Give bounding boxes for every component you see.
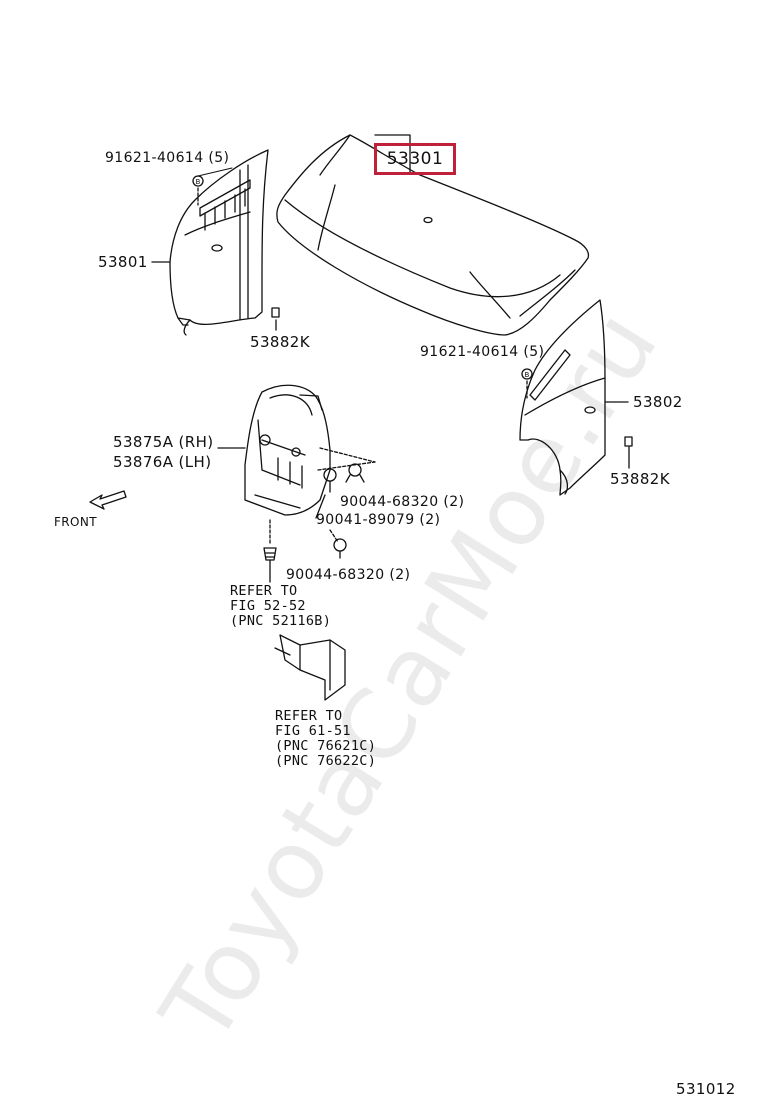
refer-1-line1: REFER TO <box>230 583 298 599</box>
fender-left-bolt-callout[interactable]: 91621-40614 (5) <box>105 150 230 166</box>
fender-right-seal-callout[interactable]: 53882K <box>610 470 670 488</box>
refer-2-line4: (PNC 76622C) <box>275 753 377 769</box>
hood-callout[interactable]: 53301 <box>374 143 456 175</box>
fender-liner-part[interactable] <box>244 384 331 516</box>
fender-right-part[interactable]: B <box>519 299 633 496</box>
clip-a-callout[interactable]: 90044-68320 (2) <box>340 494 465 510</box>
liner-lh-callout[interactable]: 53876A (LH) <box>113 453 212 471</box>
refer-2-line3: (PNC 76621C) <box>275 738 377 754</box>
refer-fig-61-51[interactable]: REFER TO FIG 61-51 (PNC 76621C) (PNC 766… <box>275 709 376 769</box>
svg-text:B: B <box>525 371 530 379</box>
front-label: FRONT <box>54 515 97 529</box>
refer-2-line2: FIG 61-51 <box>275 723 351 739</box>
refer-fig-52-52[interactable]: REFER TO FIG 52-52 (PNC 52116B) <box>230 584 331 629</box>
bracket-part[interactable] <box>274 634 346 701</box>
clip-b-callout[interactable]: 90044-68320 (2) <box>286 567 411 583</box>
liner-rh-callout[interactable]: 53875A (RH) <box>113 433 214 451</box>
screw-callout[interactable]: 90041-89079 (2) <box>316 512 441 528</box>
fender-left-callout[interactable]: 53801 <box>98 253 148 271</box>
fender-right-bolt-callout[interactable]: 91621-40614 (5) <box>420 344 545 360</box>
fender-left-part[interactable]: B <box>169 149 280 336</box>
hood-part[interactable] <box>276 134 590 336</box>
fender-right-callout[interactable]: 53802 <box>633 393 683 411</box>
fasteners <box>263 447 376 583</box>
figure-number: 531012 <box>676 1080 736 1098</box>
fender-left-seal-callout[interactable]: 53882K <box>250 333 310 351</box>
refer-1-line2: FIG 52-52 <box>230 598 306 614</box>
svg-text:B: B <box>196 178 201 186</box>
leader-lines <box>151 167 630 519</box>
refer-1-line3: (PNC 52116B) <box>230 613 332 629</box>
refer-2-line1: REFER TO <box>275 708 343 724</box>
front-arrow-icon <box>89 490 127 510</box>
